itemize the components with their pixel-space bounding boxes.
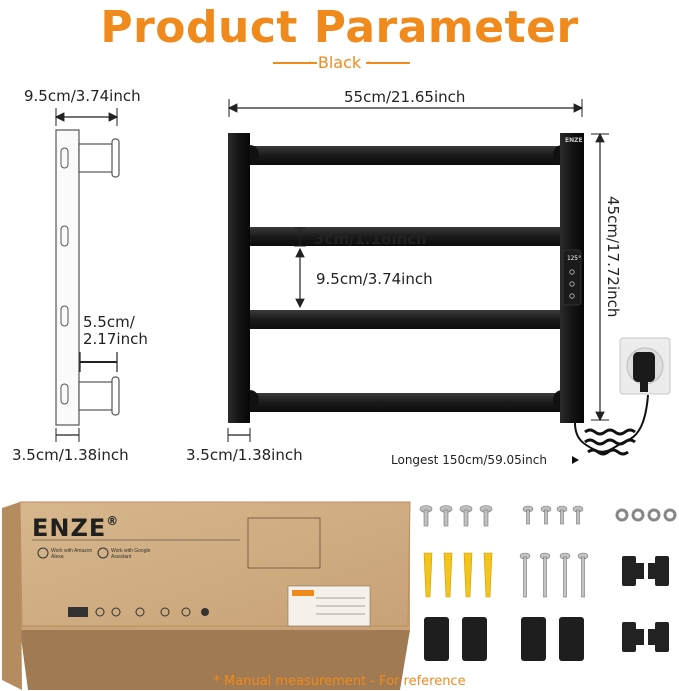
bar-spacing-label: 9.5cm/3.74inch bbox=[316, 270, 433, 288]
divider-left bbox=[273, 62, 317, 64]
divider-right bbox=[366, 62, 410, 64]
box-badge-google: Work with Google Assistant bbox=[111, 548, 151, 560]
hardware-long-screws bbox=[519, 552, 589, 598]
side-depth-label: 9.5cm/3.74inch bbox=[24, 87, 141, 105]
control-display: 125° bbox=[567, 255, 582, 262]
bracket-gap-label-1: 5.5cm/ bbox=[83, 313, 135, 331]
hardware-screws-large bbox=[419, 505, 493, 527]
footer-note: * Manual measurement - For reference bbox=[213, 674, 466, 689]
bracket-gap-label-2: 2.17inch bbox=[83, 330, 148, 348]
front-view: ENZE bbox=[227, 99, 671, 464]
color-label: · Black · bbox=[307, 53, 372, 72]
total-width-label: 55cm/21.65inch bbox=[344, 88, 466, 106]
front-post-width-label: 3.5cm/1.38inch bbox=[186, 446, 303, 464]
packaging-box bbox=[2, 501, 411, 690]
box-badge-alexa: Work with Amazon Alexa bbox=[51, 548, 93, 560]
hardware-brackets bbox=[622, 556, 669, 652]
cord-length-label: Longest 150cm/59.05inch bbox=[391, 453, 547, 467]
hardware-wall-anchors bbox=[423, 552, 493, 598]
hardware-screws-small bbox=[522, 505, 584, 525]
box-brand: ENZE® bbox=[32, 514, 120, 542]
total-height-label: 45cm/17.72inch bbox=[604, 196, 622, 318]
svg-text:ENZE: ENZE bbox=[565, 137, 583, 144]
side-view bbox=[54, 108, 120, 442]
page-title: Product Parameter bbox=[100, 2, 579, 53]
color-label-row: · Black · bbox=[0, 52, 679, 72]
side-post-width-label: 3.5cm/1.38inch bbox=[12, 446, 129, 464]
bar-thickness-label: 3cm/1.18inch bbox=[314, 230, 427, 248]
hardware-sleeves bbox=[424, 617, 584, 661]
hardware-washers bbox=[615, 508, 677, 522]
